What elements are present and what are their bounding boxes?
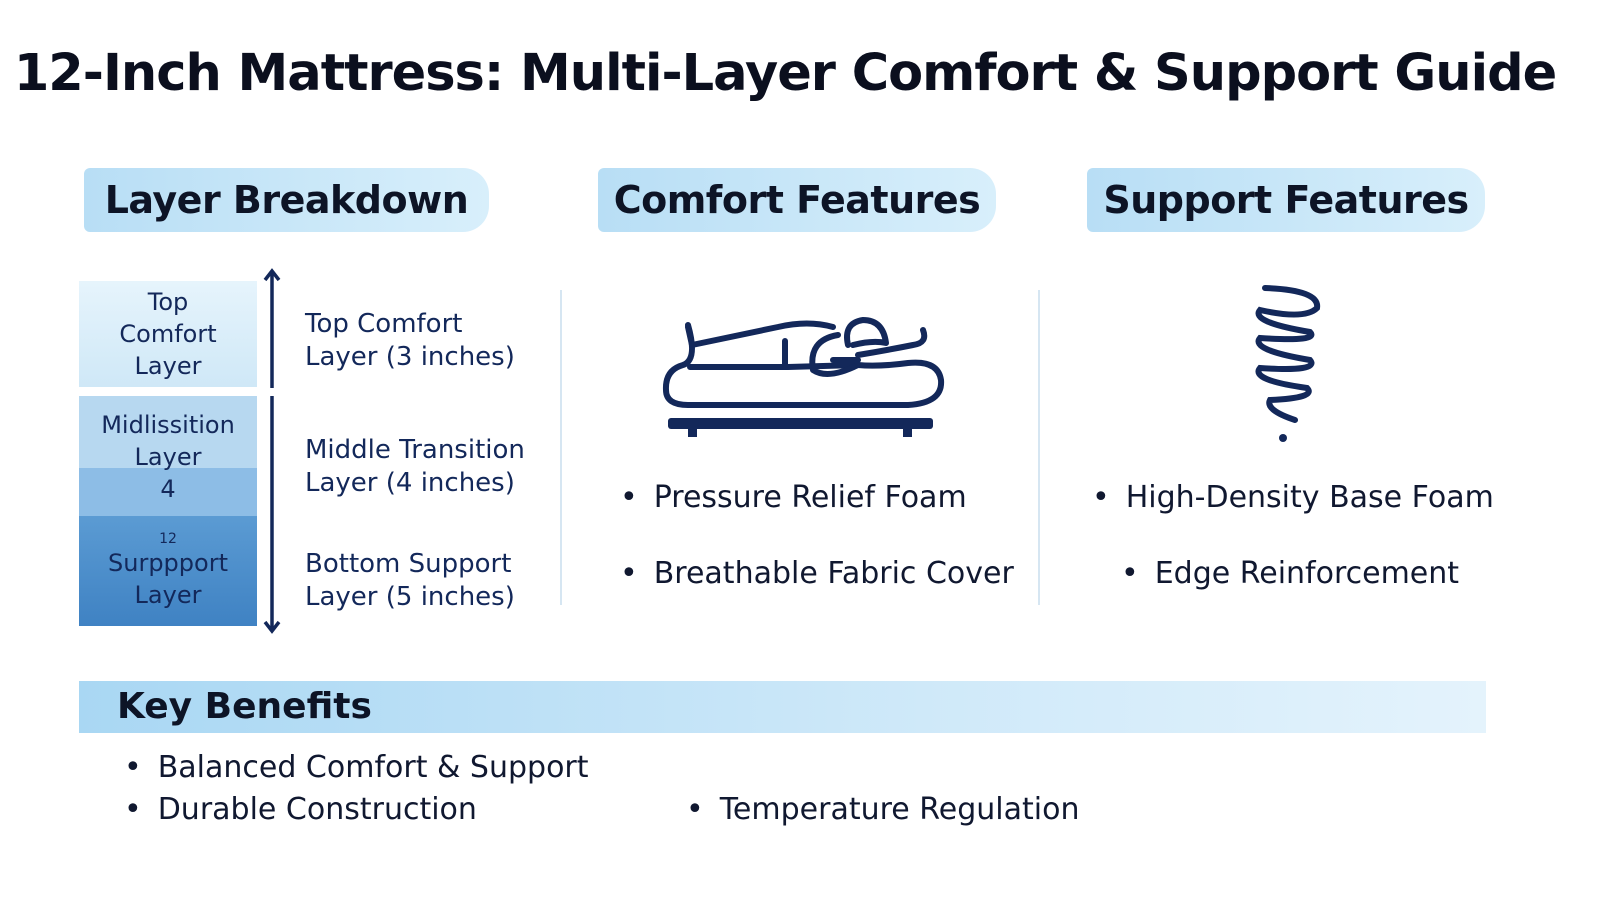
support-item: High-Density Base Foam <box>1092 480 1494 515</box>
thickness-arrow-icon <box>263 268 281 634</box>
layer-text: Layer <box>134 443 202 471</box>
key-benefits-header: Key Benefits <box>117 686 372 727</box>
support-features-header: Support Features <box>1087 168 1485 232</box>
layer-text: Midlissition <box>101 411 235 439</box>
spring-coil-icon <box>1255 285 1321 442</box>
person-on-mattress-icon <box>662 317 945 437</box>
comfort-item: Breathable Fabric Cover <box>620 556 1014 591</box>
benefit-item: Temperature Regulation <box>686 792 1080 827</box>
comfort-item: Pressure Relief Foam <box>620 480 967 515</box>
layer-text: 4 <box>160 475 176 503</box>
benefit-item: Balanced Comfort & Support <box>124 750 589 785</box>
bottom-layer-block: 12 Surppport Layer <box>79 516 257 626</box>
middle-layer-lower <box>79 468 257 516</box>
top-layer-block: Top Comfort Layer <box>79 281 257 387</box>
layer-text: Comfort <box>119 320 217 348</box>
comfort-features-header: Comfort Features <box>598 168 996 232</box>
column-divider <box>560 290 562 605</box>
page-title: 12-Inch Mattress: Multi-Layer Comfort & … <box>13 44 1557 103</box>
layer-breakdown-header: Layer Breakdown <box>84 168 489 232</box>
middle-layer-block: Midlissition Layer 4 <box>79 396 257 518</box>
layer-text: 12 <box>159 531 177 547</box>
layer-text: Layer <box>134 581 202 609</box>
key-benefits-bar <box>79 681 1486 733</box>
middle-layer-upper <box>79 396 257 468</box>
support-item: Edge Reinforcement <box>1121 556 1459 591</box>
benefit-item: Durable Construction <box>124 792 477 827</box>
layer-text: Surppport <box>108 549 228 577</box>
layer-text: Layer <box>134 352 202 380</box>
column-divider <box>1038 290 1040 605</box>
layer-text: Top <box>147 288 189 316</box>
